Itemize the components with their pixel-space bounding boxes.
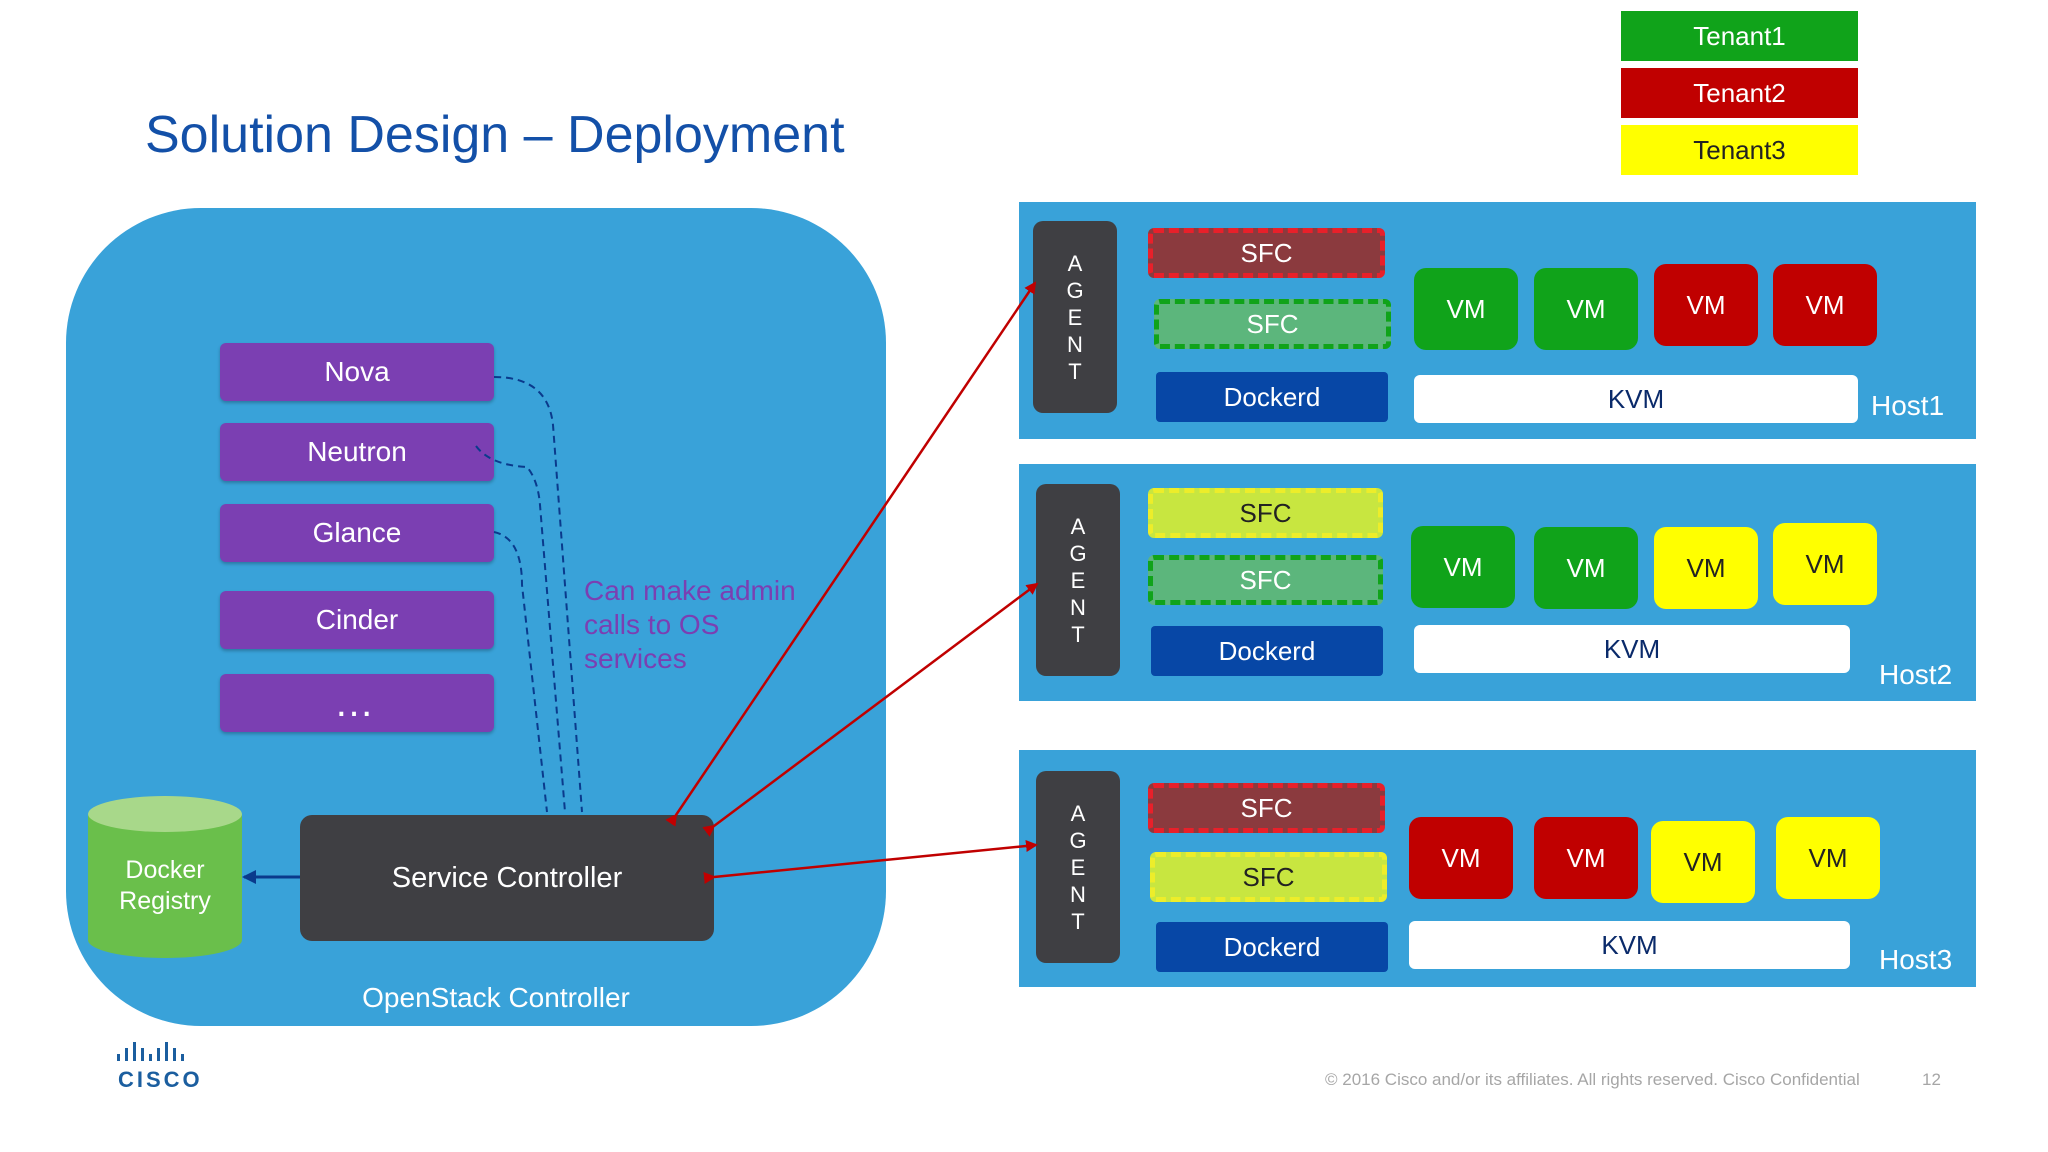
host-1-sfc-1: SFC <box>1148 228 1385 278</box>
docker-registry-cylinder <box>88 796 242 958</box>
host-3-agent: A G E N T <box>1036 771 1120 963</box>
agent-letter: G <box>1069 540 1087 566</box>
host-1-vm-1: VM <box>1414 268 1518 350</box>
legend-tenant2: Tenant2 <box>1621 68 1858 118</box>
footer-copyright: © 2016 Cisco and/or its affiliates. All … <box>1325 1070 1860 1089</box>
agent-letter: G <box>1066 277 1084 303</box>
agent-letter: T <box>1068 358 1082 384</box>
host-1-vm-4: VM <box>1773 264 1877 346</box>
host-3-sfc-1: SFC <box>1148 783 1385 833</box>
host-2-label: Host2 <box>1879 659 1953 690</box>
page-number: 12 <box>1922 1070 1941 1089</box>
host-2-vm-2: VM <box>1534 527 1638 609</box>
agent-letter: T <box>1071 908 1085 934</box>
host-2-vm-1: VM <box>1411 526 1515 608</box>
agent-letter: A <box>1070 800 1086 826</box>
service-controller: Service Controller <box>300 815 714 941</box>
legend-tenant1: Tenant1 <box>1621 11 1858 61</box>
host-2-sfc-2: SFC <box>1148 555 1383 605</box>
agent-1-arrow <box>665 281 1037 827</box>
host-2-kvm: KVM <box>1414 625 1850 673</box>
agent-letter: E <box>1070 567 1086 593</box>
host-1-vm-3: VM <box>1654 264 1758 346</box>
cisco-logo-text: CISCO <box>118 1067 203 1092</box>
agent-letter: E <box>1067 304 1083 330</box>
legend-tenant3: Tenant3 <box>1621 125 1858 175</box>
host-1-vm-2: VM <box>1534 268 1638 350</box>
service-nova: Nova <box>220 343 494 401</box>
docker-registry-label: Docker Registry <box>119 856 211 915</box>
host-3-vm-2: VM <box>1534 817 1638 899</box>
agent-letter: E <box>1070 854 1086 880</box>
host-3-sfc-2: SFC <box>1150 852 1387 902</box>
host-3-dockerd: Dockerd <box>1156 922 1388 972</box>
agent-letter: G <box>1069 827 1087 853</box>
host-3-vm-3: VM <box>1651 821 1755 903</box>
host-1-dockerd: Dockerd <box>1156 372 1388 422</box>
agent-2-arrow <box>702 582 1039 837</box>
dashed-line-neutron <box>475 445 566 813</box>
dashed-line-glance <box>493 531 548 813</box>
host-3-kvm: KVM <box>1409 921 1850 969</box>
service-glance: Glance <box>220 504 494 562</box>
agent-letter: N <box>1067 331 1083 357</box>
host-1-kvm: KVM <box>1414 375 1858 423</box>
host-1-agent: A G E N T <box>1033 221 1117 413</box>
agent-letter: T <box>1071 621 1085 647</box>
host-2-agent: A G E N T <box>1036 484 1120 676</box>
host-3-label: Host3 <box>1879 944 1953 975</box>
service-cinder: Cinder <box>220 591 494 649</box>
service-more: … <box>220 674 494 732</box>
service-neutron: Neutron <box>220 423 494 481</box>
host-2-vm-3: VM <box>1654 527 1758 609</box>
host-2-vm-4: VM <box>1773 523 1877 605</box>
host-3-vm-4: VM <box>1776 817 1880 899</box>
host-2-dockerd: Dockerd <box>1151 626 1383 676</box>
host-1-sfc-2: SFC <box>1154 299 1391 349</box>
agent-letter: A <box>1067 250 1083 276</box>
agent-letter: N <box>1070 594 1086 620</box>
cisco-logo <box>117 1042 184 1061</box>
host-3-vm-1: VM <box>1409 817 1513 899</box>
agent-letter: A <box>1070 513 1086 539</box>
dashed-line-nova <box>493 376 583 813</box>
agent-letter: N <box>1070 881 1086 907</box>
host-1-label: Host1 <box>1871 390 1945 421</box>
host-2-sfc-1: SFC <box>1148 488 1383 538</box>
page-title: Solution Design – Deployment <box>145 106 845 164</box>
openstack-controller-label: OpenStack Controller <box>362 982 630 1013</box>
agent-3-arrow <box>703 840 1038 884</box>
